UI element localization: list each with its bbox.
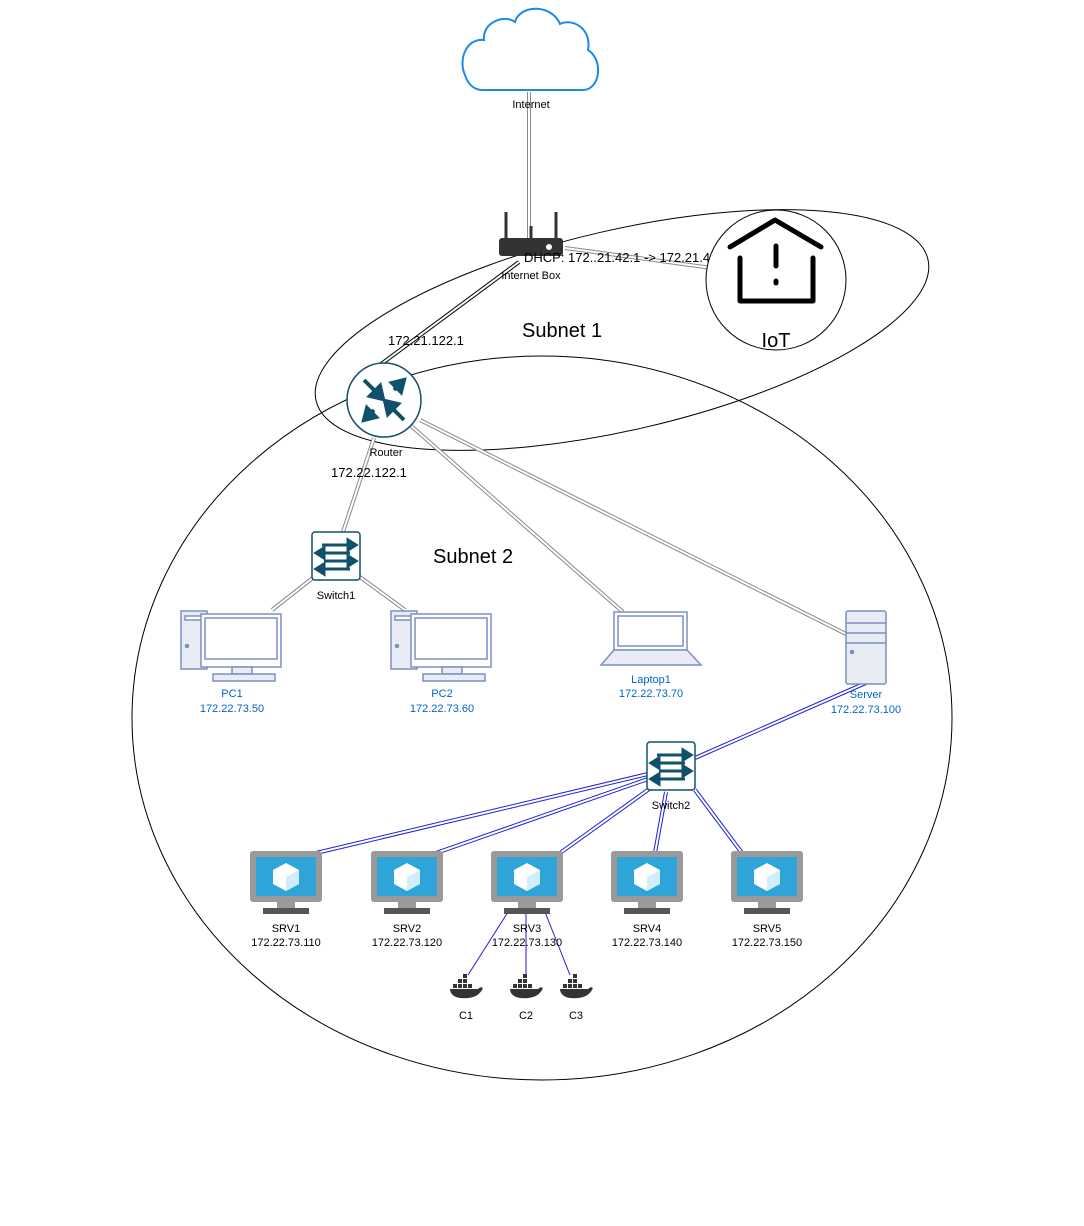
router-ip-lower: 172.22.122.1: [331, 465, 407, 480]
subnet1-label: Subnet 1: [522, 320, 602, 342]
internet-cloud[interactable]: Internet: [461, 7, 600, 111]
c1-label: C1: [459, 1010, 473, 1022]
desktop-pc-icon: [180, 610, 282, 682]
iot-label: IoT: [762, 330, 791, 352]
laptop1-label: Laptop1: [631, 674, 671, 686]
switch-icon: [646, 741, 696, 791]
virtual-machine-icon: [491, 851, 563, 914]
virtual-machine-icon: [371, 851, 443, 914]
srv1[interactable]: SRV1 172.22.73.110: [250, 851, 322, 949]
server-label: Server: [850, 689, 883, 701]
srv2-ip: 172.22.73.120: [372, 937, 442, 949]
pc2[interactable]: PC2 172.22.73.60: [390, 610, 492, 715]
c2-label: C2: [519, 1010, 533, 1022]
link-switch1-pc1: [270, 575, 316, 612]
subnet2-label: Subnet 2: [433, 546, 513, 568]
gray-links: [270, 92, 849, 637]
virtual-machine-icon: [611, 851, 683, 914]
pc1-ip: 172.22.73.50: [200, 703, 264, 715]
link-router-server: [419, 418, 849, 637]
container-c1[interactable]: C1: [450, 974, 483, 1022]
iot-device[interactable]: IoT: [705, 209, 847, 352]
router[interactable]: Router: [346, 362, 422, 459]
link-switch2-srv3: [558, 785, 654, 855]
link-switch2-server: [694, 680, 869, 760]
server-tower-icon: [845, 610, 887, 685]
srv5-label: SRV5: [753, 923, 782, 935]
srv4-label: SRV4: [633, 923, 662, 935]
c3-label: C3: [569, 1010, 583, 1022]
docker-whale-icon: [450, 974, 483, 999]
link-router-switch1: [341, 437, 376, 533]
srv4-ip: 172.22.73.140: [612, 937, 682, 949]
srv2[interactable]: SRV2 172.22.73.120: [371, 851, 443, 949]
container-c3[interactable]: C3: [560, 974, 593, 1022]
srv4[interactable]: SRV4 172.22.73.140: [611, 851, 683, 949]
link-srv3-c3: [544, 911, 571, 976]
pc2-label: PC2: [431, 688, 452, 700]
cloud-icon: [461, 7, 600, 91]
router-label: Router: [369, 447, 402, 459]
virtual-machine-icon: [250, 851, 322, 914]
link-router-laptop: [408, 423, 625, 614]
internet-box[interactable]: DHCP: 172..21.42.1 -> 172.21.42.254 Inte…: [499, 212, 743, 282]
container-c2[interactable]: C2: [510, 974, 543, 1022]
switch1-label: Switch1: [317, 590, 356, 602]
internet-box-label: Internet Box: [501, 270, 561, 282]
subnet1-boundary: [314, 209, 930, 451]
internet-label: Internet: [512, 99, 549, 111]
laptop1-ip: 172.22.73.70: [619, 688, 683, 700]
srv3[interactable]: SRV3 172.22.73.130: [491, 851, 563, 949]
srv2-label: SRV2: [393, 923, 422, 935]
srv3-ip: 172.22.73.130: [492, 937, 562, 949]
link-box-router: [371, 260, 521, 372]
srv5-ip: 172.22.73.150: [732, 937, 802, 949]
router-ip-upper: 172.21.122.1: [388, 333, 464, 348]
srv5[interactable]: SRV5 172.22.73.150: [731, 851, 803, 949]
subnet2-boundary: [131, 355, 953, 1081]
docker-whale-icon: [560, 974, 593, 999]
server[interactable]: Server 172.22.73.100: [831, 610, 901, 716]
link-switch2-srv5: [693, 788, 744, 855]
link-box-iot: [564, 246, 713, 270]
pc1-label: PC1: [221, 688, 242, 700]
virtual-machine-icon: [731, 851, 803, 914]
link-switch1-pc2: [358, 575, 407, 612]
docker-whale-icon: [510, 974, 543, 999]
srv1-label: SRV1: [272, 923, 301, 935]
pc2-ip: 172.22.73.60: [410, 703, 474, 715]
link-switch2-srv2: [435, 777, 649, 855]
desktop-pc-icon: [390, 610, 492, 682]
switch2-label: Switch2: [652, 800, 691, 812]
switch2[interactable]: Switch2: [646, 741, 696, 812]
link-switch2-srv4: [653, 791, 668, 854]
switch1[interactable]: Switch1: [311, 531, 361, 602]
link-srv3-c1: [467, 911, 509, 976]
smart-home-icon: [727, 217, 824, 304]
laptop-icon: [599, 611, 703, 666]
pc1[interactable]: PC1 172.22.73.50: [180, 610, 282, 715]
wifi-router-icon: [499, 212, 563, 256]
server-ip: 172.22.73.100: [831, 704, 901, 716]
srv1-ip: 172.22.73.110: [251, 937, 321, 949]
dhcp-label: DHCP: 172..21.42.1 -> 172.21.42.254: [524, 250, 743, 265]
link-switch2-srv1: [315, 772, 649, 855]
laptop1[interactable]: Laptop1 172.22.73.70: [599, 611, 703, 700]
switch-icon: [311, 531, 361, 581]
blue-links: [315, 680, 869, 976]
srv3-label: SRV3: [513, 923, 542, 935]
router-icon: [346, 362, 422, 438]
